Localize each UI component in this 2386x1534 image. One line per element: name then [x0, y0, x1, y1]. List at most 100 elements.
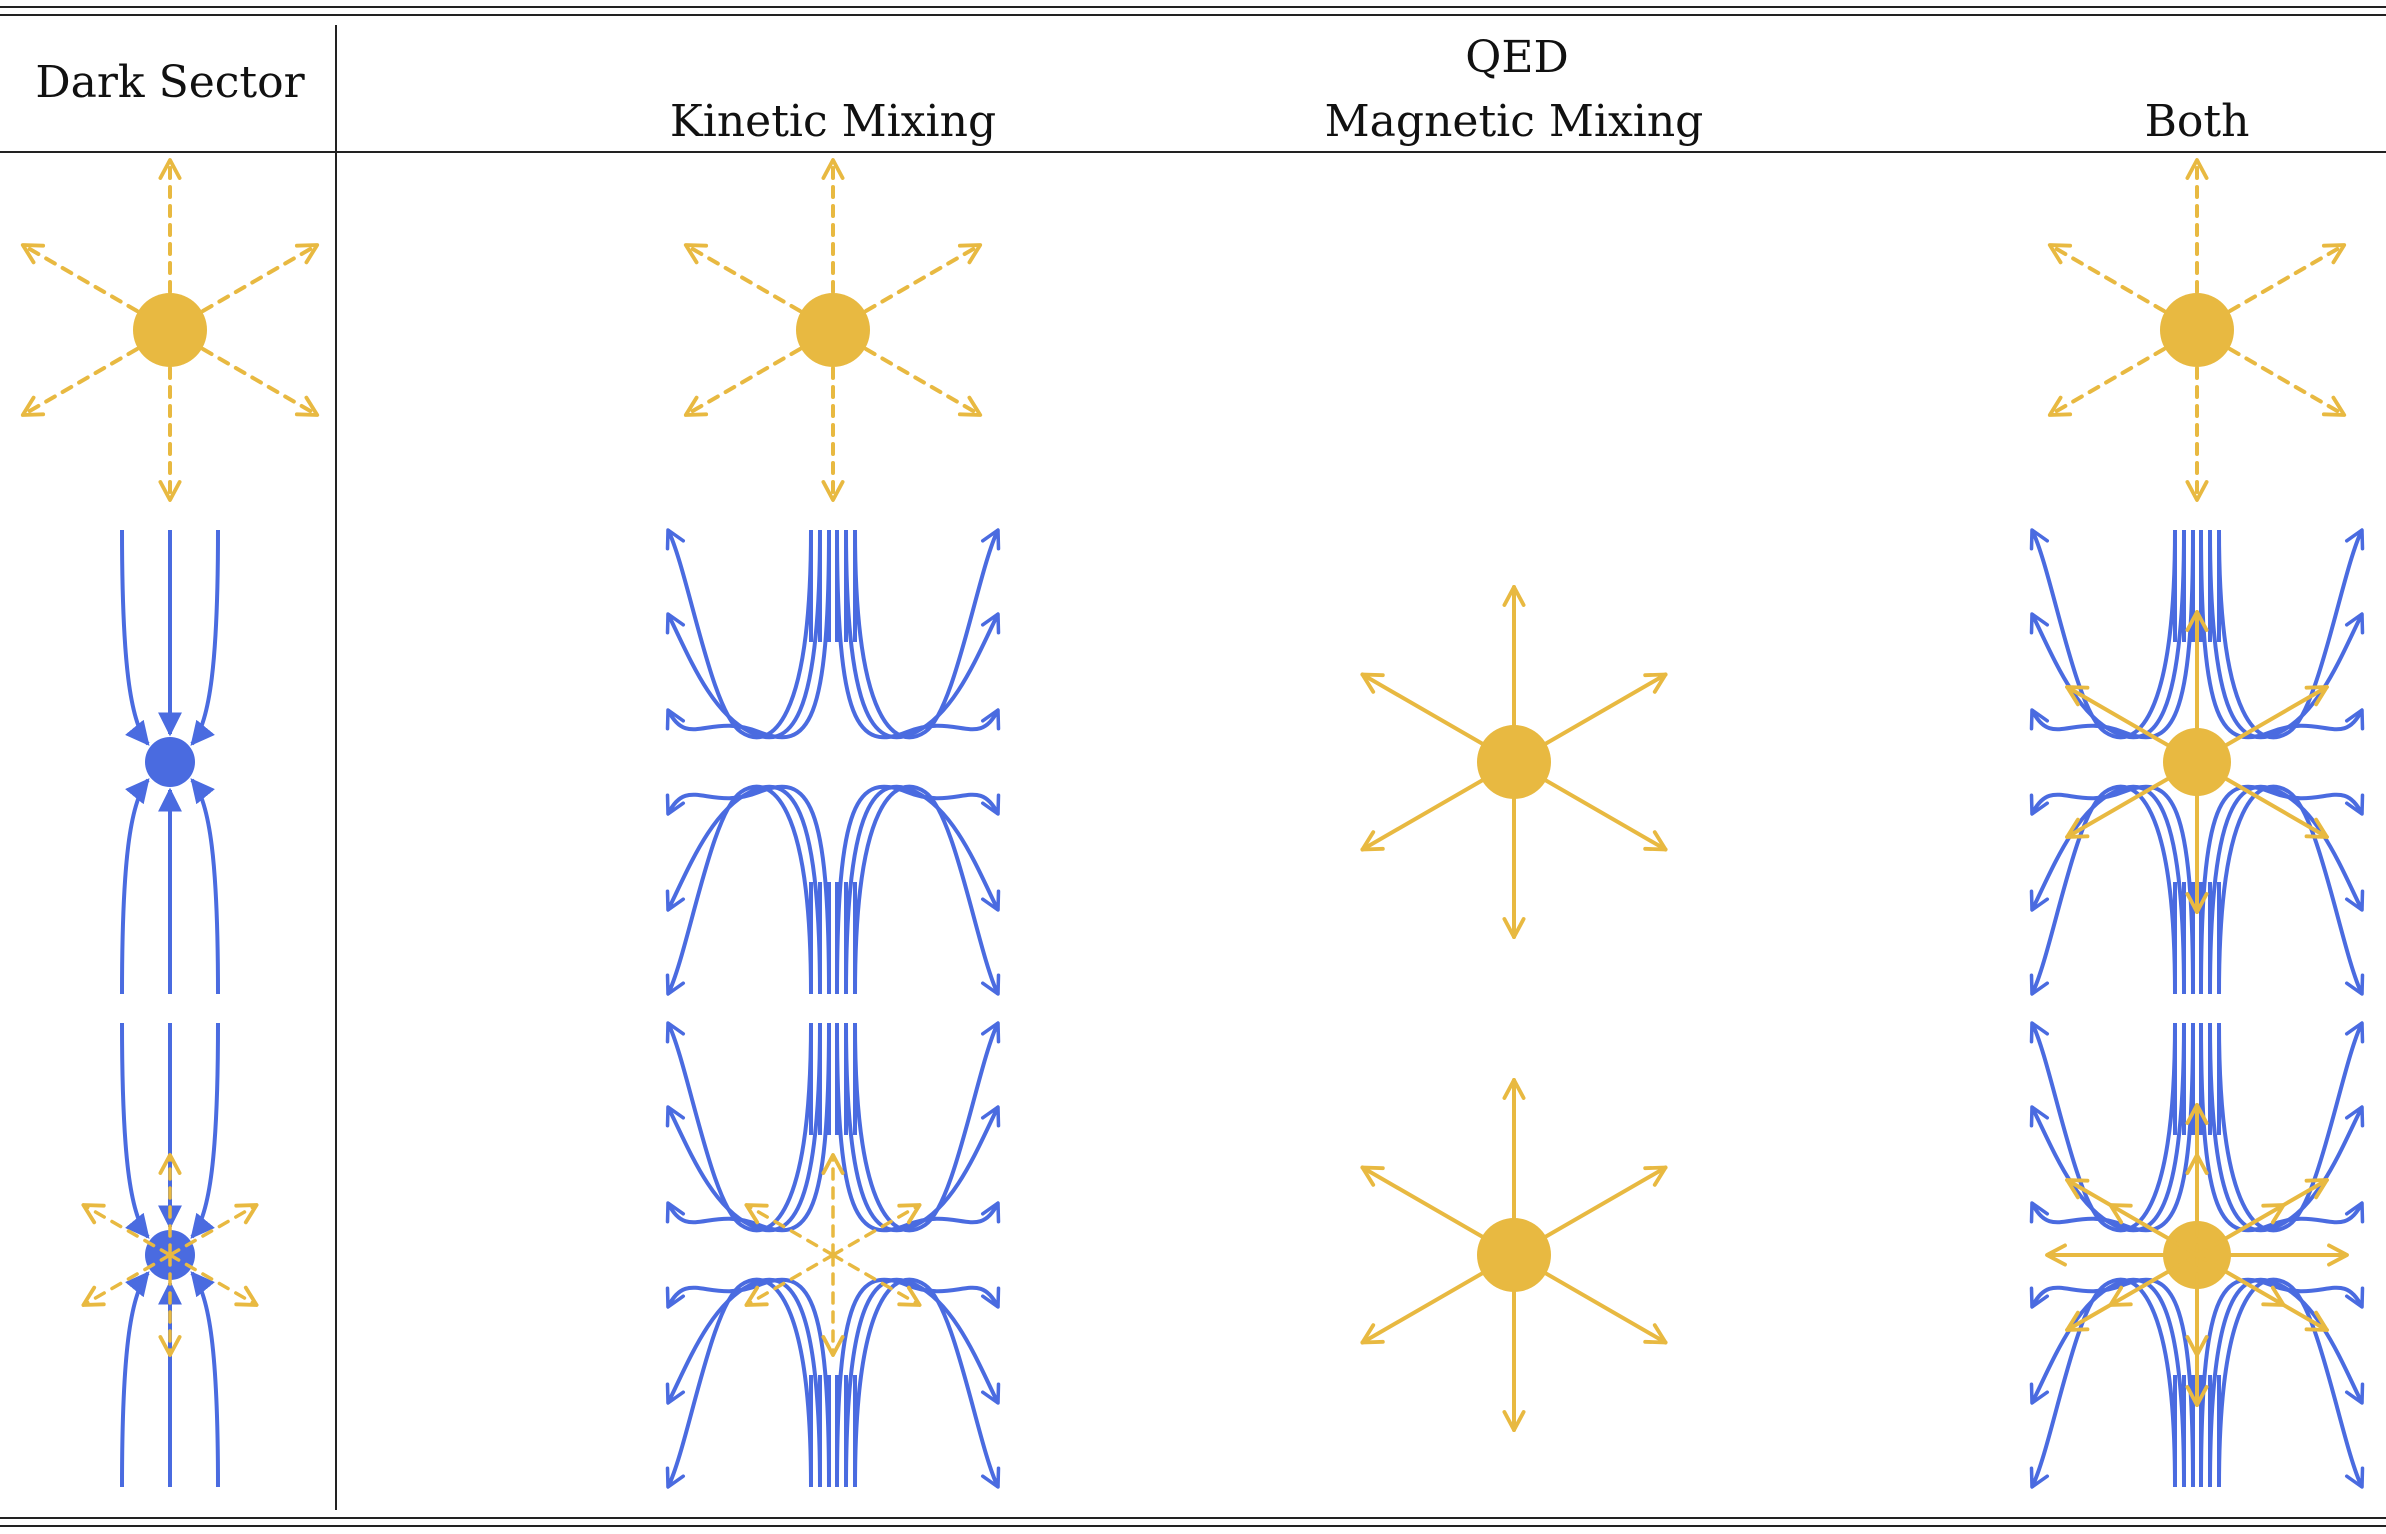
gold-small-dashed-star-ray [2195, 1253, 2286, 1307]
header-magnetic-mixing: Magnetic Mixing [1325, 96, 1704, 147]
field-line-curve [2029, 784, 2177, 996]
gold-solid-star [1360, 585, 1668, 939]
field-line-curve [2029, 1021, 2177, 1233]
field-line-curve [120, 1271, 150, 1488]
cell-electric-both [2047, 158, 2347, 502]
gold-dashed-star [2047, 158, 2347, 502]
gold-dashed-star-charge [2160, 293, 2234, 367]
field-line-curve [844, 529, 1001, 740]
field-line-curve [853, 1021, 1001, 1233]
field-line-curve [835, 1022, 1001, 1233]
field-line-curve [853, 1277, 1001, 1489]
gold-small-dashed-star-ray [168, 1253, 259, 1307]
header-kinetic-mixing: Kinetic Mixing [670, 96, 996, 147]
field-line-curve [665, 529, 831, 740]
blue-monopole [120, 529, 220, 995]
field-line-curve [835, 1277, 1001, 1488]
field-line-curve [2199, 1022, 2365, 1233]
field-line-curve [190, 1271, 220, 1488]
field-line-curve [665, 784, 813, 996]
cell-dyon-both [2029, 1021, 2365, 1489]
gold-small-dashed-star-ray [168, 1203, 259, 1257]
cell-dyon-magnetic-mixing [1360, 1078, 1668, 1432]
cell-electric-dark-sector [20, 158, 320, 502]
field-line-curve [2208, 529, 2365, 740]
field-line-curve [2029, 784, 2195, 995]
cell-magnetic-magnetic-mixing [1360, 585, 1668, 939]
gold-dashed-star-charge [796, 293, 870, 367]
table-rules [0, 6, 2386, 1527]
field-line-curve [2199, 529, 2365, 740]
cell-dyon-kinetic-mixing [665, 1021, 1001, 1489]
field-line-curve [2208, 1277, 2365, 1488]
row-dyon [81, 1021, 2365, 1489]
header-both: Both [2145, 96, 2250, 147]
field-line-curve [2029, 1277, 2177, 1489]
gold-solid-star-charge [1477, 725, 1551, 799]
field-line-curve [835, 529, 1001, 740]
field-line-curve [835, 784, 1001, 995]
field-line-curve [2217, 784, 2365, 996]
gold-dashed-star [20, 158, 320, 502]
gold-small-dashed-star-ray [744, 1253, 835, 1307]
header-dark-sector: Dark Sector [35, 57, 305, 108]
field-line-curve [120, 778, 150, 995]
gold-small-dashed-star-ray [81, 1203, 172, 1257]
field-line-curve [665, 1021, 813, 1233]
field-line-curve [2029, 528, 2177, 740]
field-diagrams [20, 158, 2365, 1489]
gold-small-dashed-star-ray [744, 1203, 835, 1257]
field-line-curve [2217, 1021, 2365, 1233]
field-line-curve [2199, 784, 2365, 995]
gold-small-dashed-star-ray [831, 1253, 922, 1307]
field-line-curve [2029, 1277, 2195, 1488]
field-line-curve [2029, 784, 2186, 995]
field-line-curve [665, 528, 813, 740]
field-line-curve [2029, 1022, 2186, 1233]
field-line-curve [665, 784, 822, 995]
field-line-curve [2217, 528, 2365, 740]
field-line-curve [844, 1022, 1001, 1233]
gold-dashed-star [683, 158, 983, 502]
blue-field-lines [665, 528, 1001, 996]
field-line-curve [2217, 1277, 2365, 1489]
cell-magnetic-dark-sector [120, 529, 220, 995]
field-line-curve [853, 528, 1001, 740]
field-line-curve [2208, 784, 2365, 995]
gold-small-dashed-star-ray [2108, 1203, 2199, 1257]
gold-small-dashed-star-ray [2195, 1203, 2286, 1257]
gold-small-dashed-star-ray [81, 1253, 172, 1307]
cell-dyon-dark-sector [81, 1022, 259, 1488]
field-line-curve [665, 1022, 822, 1233]
row-electric [20, 158, 2347, 502]
field-line-curve [120, 1022, 150, 1239]
field-line-curve [190, 529, 220, 746]
field-line-curve [2208, 1022, 2365, 1233]
cell-magnetic-both [2029, 528, 2365, 996]
field-line-curve [665, 784, 831, 995]
blue-field-lines [665, 1021, 1001, 1489]
field-line-curve [2199, 1277, 2365, 1488]
gold-small-solid-star [2065, 610, 2329, 914]
field-line-curve [190, 1022, 220, 1239]
table-header: Dark Sector QED Kinetic Mixing Magnetic … [35, 32, 2249, 147]
field-line-curve [844, 784, 1001, 995]
field-line-curve [2029, 529, 2195, 740]
field-line-curve [120, 529, 150, 746]
field-line-curve [665, 529, 822, 740]
blue-field-lines [2029, 1021, 2365, 1489]
gold-small-dashed-star [744, 1153, 922, 1357]
blue-field-lines [2029, 528, 2365, 996]
gold-dashed-star-charge [133, 293, 207, 367]
gold-solid-star-charge [1477, 1218, 1551, 1292]
field-line-curve [853, 784, 1001, 996]
gold-solid-star [1360, 1078, 1668, 1432]
gold-small-dashed-star [81, 1153, 259, 1357]
field-line-curve [665, 1277, 831, 1488]
field-line-curve [665, 1277, 822, 1488]
field-line-curve [844, 1277, 1001, 1488]
field-line-curve [665, 1277, 813, 1489]
cell-magnetic-kinetic-mixing [665, 528, 1001, 996]
cell-electric-kinetic-mixing [683, 158, 983, 502]
